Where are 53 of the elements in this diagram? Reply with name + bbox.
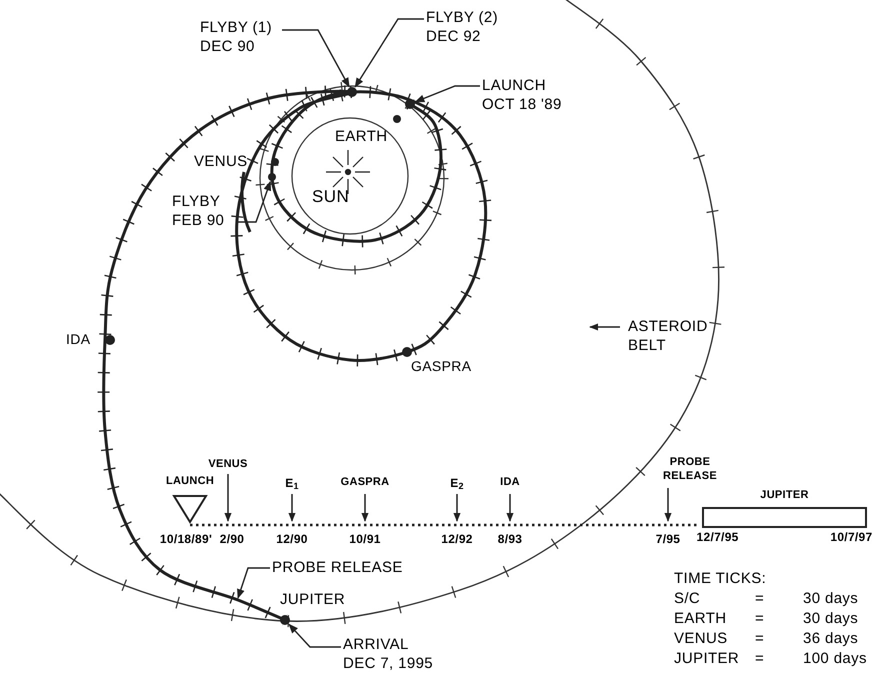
text-label: ASTEROID BELT <box>628 318 709 356</box>
callout-text: FLYBY (1) DEC 90 <box>200 18 280 56</box>
text-label: 100 days <box>803 650 867 669</box>
text-label: TIME TICKS: <box>674 570 766 589</box>
trajectory-point <box>268 173 276 181</box>
text-label: PROBE RELEASE <box>662 456 718 484</box>
text-label: S/C <box>674 590 700 609</box>
text-label: 10/18/89' <box>160 532 212 547</box>
text-label: = <box>755 630 764 649</box>
text-label: = <box>755 650 764 669</box>
leader-line <box>354 18 424 88</box>
text-label: E$_{1}$ <box>285 476 299 491</box>
callout-text: FLYBY FEB 90 <box>172 192 234 230</box>
phase-label: JUPITER <box>760 488 809 502</box>
text-label: VENUS <box>674 630 728 649</box>
text-label: 7/95 <box>656 532 680 547</box>
leader-line <box>236 180 272 223</box>
text-label: LAUNCH <box>166 475 214 489</box>
callout-text: LAUNCH OCT 18 '89 <box>482 76 577 114</box>
callout-text: FLYBY (2) DEC 92 <box>426 8 506 46</box>
text-label: IDA <box>500 476 520 490</box>
text-label: 12/92 <box>441 532 473 547</box>
text-label: IDA <box>66 331 90 348</box>
text-label: E$_{2}$ <box>450 476 464 491</box>
text-label: JUPITER <box>674 650 740 669</box>
text-label: GASPRA <box>340 476 390 490</box>
text-label: 30 days <box>803 590 858 609</box>
text-label: 8/93 <box>498 532 522 547</box>
date-label: 12/7/95 <box>696 530 739 545</box>
text-label: JUPITER <box>280 591 346 610</box>
text-label: EARTH <box>674 610 726 629</box>
text-label: GASPRA <box>411 358 472 376</box>
trajectory-point <box>405 99 415 109</box>
trajectory-point <box>347 87 357 97</box>
text-label: VENUS <box>194 153 248 172</box>
text-label: = <box>755 610 764 629</box>
callout-text: ARRIVAL DEC 7, 1995 <box>343 635 443 673</box>
leader-line <box>288 624 341 648</box>
trajectory-point <box>280 615 290 625</box>
text-label: 2/90 <box>220 532 244 547</box>
text-label: = <box>755 590 764 609</box>
leader-line <box>282 29 350 88</box>
date-label: 10/7/97 <box>830 530 872 545</box>
callout-text: PROBE RELEASE <box>272 558 412 577</box>
text-label: VENUS <box>208 458 248 472</box>
text-label: 36 days <box>803 630 858 649</box>
text-label: SUN <box>312 186 350 208</box>
text-label: EARTH <box>335 128 388 147</box>
text-label: 12/90 <box>276 532 308 547</box>
leader-line <box>414 85 480 102</box>
text-label: 30 days <box>803 610 858 629</box>
text-label: 10/91 <box>349 532 381 547</box>
leader-line <box>237 567 270 599</box>
